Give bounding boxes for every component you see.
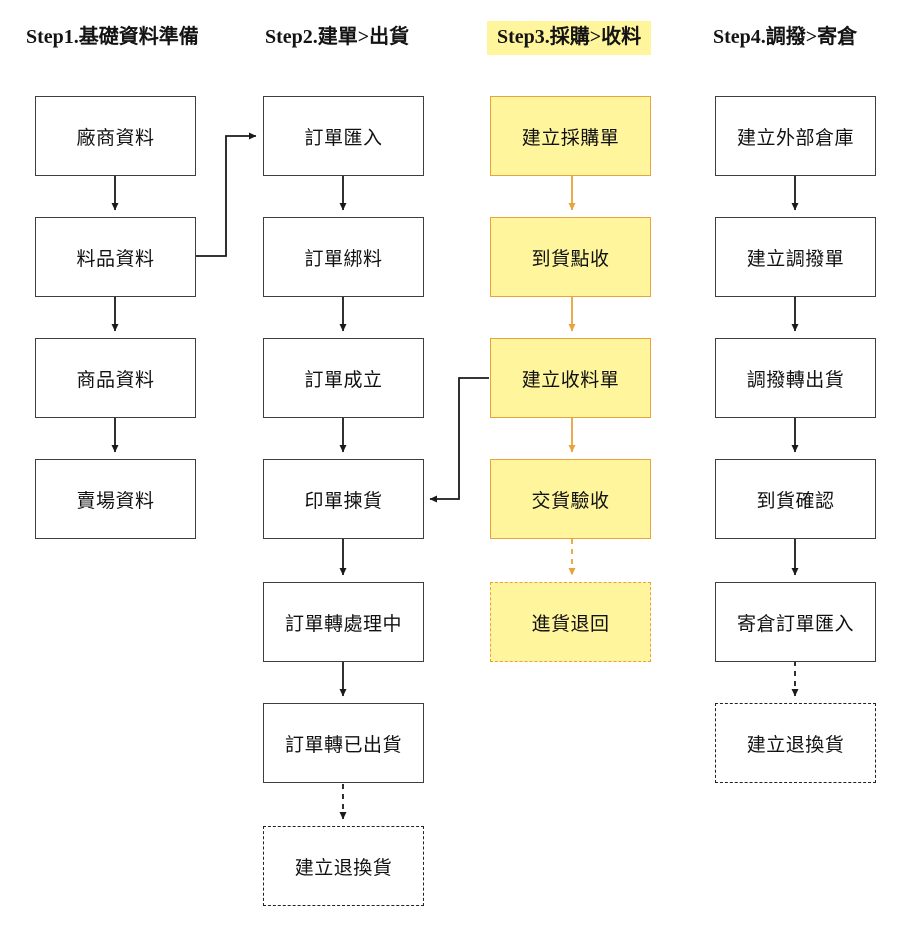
node-create-receiving-note[interactable]: 建立收料單 bbox=[490, 338, 651, 418]
node-transfer-to-shipment[interactable]: 調撥轉出貨 bbox=[715, 338, 876, 418]
column-header-step3: Step3.採購>收料 bbox=[487, 21, 652, 55]
node-order-bind-material[interactable]: 訂單綁料 bbox=[263, 217, 424, 297]
node-order-import[interactable]: 訂單匯入 bbox=[263, 96, 424, 176]
node-delivery-inspection[interactable]: 交貨驗收 bbox=[490, 459, 651, 539]
node-order-shipped[interactable]: 訂單轉已出貨 bbox=[263, 703, 424, 783]
node-order-processing[interactable]: 訂單轉處理中 bbox=[263, 582, 424, 662]
node-goods-receipt-check[interactable]: 到貨點收 bbox=[490, 217, 651, 297]
node-arrival-confirmation[interactable]: 到貨確認 bbox=[715, 459, 876, 539]
node-material-data[interactable]: 料品資料 bbox=[35, 217, 196, 297]
column-header-step2: Step2.建單>出貨 bbox=[265, 26, 410, 48]
node-create-purchase-order[interactable]: 建立採購單 bbox=[490, 96, 651, 176]
node-print-pick[interactable]: 印單揀貨 bbox=[263, 459, 424, 539]
column-header-step4: Step4.調撥>寄倉 bbox=[713, 26, 858, 48]
node-purchase-return[interactable]: 進貨退回 bbox=[490, 582, 651, 662]
node-order-created[interactable]: 訂單成立 bbox=[263, 338, 424, 418]
node-create-return-exchange-c4[interactable]: 建立退換貨 bbox=[715, 703, 876, 783]
edge-receipt-to-pick bbox=[429, 377, 489, 503]
edge-material-to-order-import bbox=[196, 132, 257, 257]
node-product-data[interactable]: 商品資料 bbox=[35, 338, 196, 418]
node-create-transfer-order[interactable]: 建立調撥單 bbox=[715, 217, 876, 297]
node-vendor-data[interactable]: 廠商資料 bbox=[35, 96, 196, 176]
column-header-step1: Step1.基礎資料準備 bbox=[26, 26, 199, 48]
node-create-return-exchange-c2[interactable]: 建立退換貨 bbox=[263, 826, 424, 906]
node-store-data[interactable]: 賣場資料 bbox=[35, 459, 196, 539]
node-consignment-order-import[interactable]: 寄倉訂單匯入 bbox=[715, 582, 876, 662]
node-create-external-warehouse[interactable]: 建立外部倉庫 bbox=[715, 96, 876, 176]
